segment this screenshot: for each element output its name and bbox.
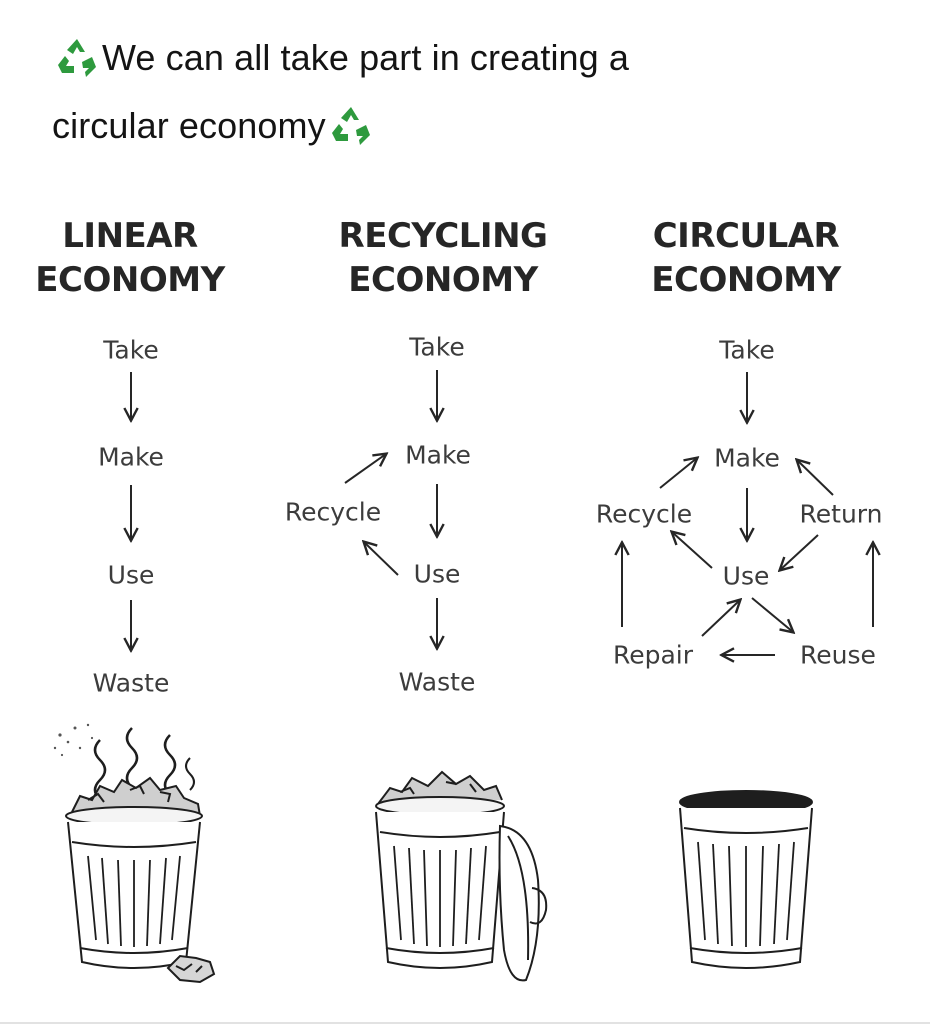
overflowing-smelly-trash-can-icon — [53, 723, 216, 984]
header-text-line-1: We can all take part in creating a — [102, 37, 630, 78]
recycling-use-to-recycle-arrow — [364, 542, 399, 576]
recycling-make-label: Make — [405, 440, 471, 470]
header-text-line-2: circular economy — [52, 105, 326, 146]
linear-title-line-1: LINEAR — [62, 216, 198, 256]
circular-title-line-1: CIRCULAR — [652, 216, 840, 256]
recycling-waste-label: Waste — [398, 667, 476, 697]
linear-take-label: Take — [103, 335, 159, 365]
recycling-title-line-1: RECYCLING — [338, 216, 548, 256]
linear-use-label: Use — [107, 560, 155, 590]
empty-trash-can-icon — [679, 790, 813, 969]
linear-title-line-2: ECONOMY — [35, 260, 225, 300]
circular-return-to-make-arrow — [797, 460, 834, 496]
circular-make-label: Make — [714, 443, 780, 473]
recycling-recycle-label: Recycle — [284, 497, 382, 527]
linear-make-label: Make — [98, 442, 164, 472]
circular-take-label: Take — [719, 335, 775, 365]
recycling-use-label: Use — [413, 559, 461, 589]
linear-economy-title: LINEAR ECONOMY — [25, 214, 235, 302]
circular-recycle-to-make-arrow — [659, 458, 697, 489]
circular-return-label: Return — [799, 499, 883, 529]
circular-recycle-label: Recycle — [595, 499, 693, 529]
half-full-trash-can-with-open-lid-icon — [375, 770, 548, 982]
circular-use-label: Use — [722, 561, 770, 591]
circular-use-to-reuse-arrow — [751, 597, 793, 632]
circular-economy-title: CIRCULAR ECONOMY — [636, 214, 856, 302]
recycling-title-line-2: ECONOMY — [348, 260, 538, 300]
post-header: We can all take part in creating a circu… — [52, 24, 892, 160]
circular-use-to-recycle-arrow — [672, 532, 713, 569]
circular-return-to-use-arrow — [780, 534, 819, 570]
recycling-recycle-to-make-arrow — [344, 454, 386, 484]
recycling-economy-title: RECYCLING ECONOMY — [325, 214, 561, 302]
recycling-symbol-icon — [52, 33, 102, 83]
header-line-2: circular economy — [52, 92, 892, 160]
circular-reuse-label: Reuse — [800, 640, 876, 670]
header-line-1: We can all take part in creating a — [52, 24, 892, 92]
circular-repair-to-use-arrow — [701, 600, 740, 637]
bottom-divider — [0, 1022, 930, 1024]
circular-repair-label: Repair — [612, 640, 694, 670]
linear-waste-label: Waste — [92, 668, 170, 698]
circular-title-line-2: ECONOMY — [651, 260, 841, 300]
recycling-symbol-icon — [326, 101, 376, 151]
recycling-take-label: Take — [409, 332, 465, 362]
